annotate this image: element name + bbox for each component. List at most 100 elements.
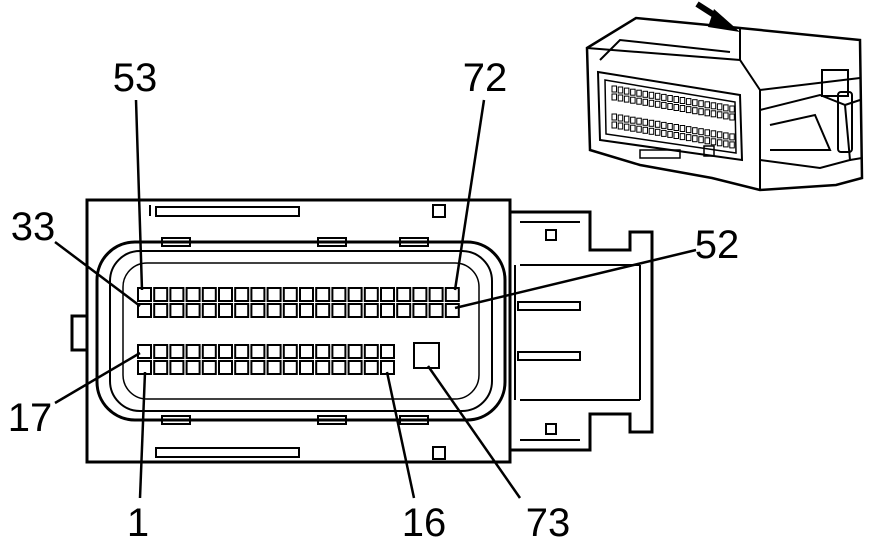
pin-cavity [444, 287, 460, 302]
inset-pin-cavity [667, 123, 673, 130]
inset-pin-cavity [673, 124, 679, 131]
pin-cavity [185, 344, 201, 359]
pin-cavity [218, 303, 233, 318]
pin-cavity [299, 360, 314, 375]
inset-pin-cavity [692, 99, 698, 107]
inset-pin-cavity [716, 139, 723, 147]
leader-73 [426, 365, 522, 499]
pin-cavity-grid [137, 287, 460, 375]
pin-cavity [153, 287, 169, 302]
label-73: 73 [526, 501, 571, 545]
inset-pin-cavity [704, 109, 710, 117]
top-rail [155, 206, 300, 217]
leader-lines [54, 99, 697, 499]
inset-pin-cavity [630, 116, 636, 124]
housing-outer [85, 198, 512, 464]
inset-pin-cavity [623, 115, 630, 123]
inset-pin-cavity [661, 129, 667, 137]
inset-pin-cavity [617, 114, 624, 122]
inset-pin-cavity [667, 130, 673, 138]
pin-cavity [396, 303, 412, 318]
inset-pin-cavity [648, 91, 655, 99]
inset-pin-cavity [698, 136, 704, 144]
inset-pin-cavity [729, 105, 735, 113]
leader-53 [134, 99, 144, 291]
leader-52 [454, 248, 697, 310]
pin-cavity [201, 344, 217, 359]
inset-pin-cavity [679, 97, 686, 104]
inset-pin-cavity [642, 98, 648, 106]
inset-pin-cavity [679, 133, 686, 141]
inset-pin-cavity [729, 113, 735, 121]
pin-cavity [299, 344, 314, 359]
inset-pin-cavity [642, 126, 648, 134]
inset-pin-cavity [716, 103, 723, 111]
pin-cavity [250, 344, 266, 359]
pin-cavity [153, 344, 169, 359]
inset-pin-cavity [617, 94, 624, 102]
pin-cavity [266, 360, 282, 375]
pin-cavity [153, 303, 169, 318]
pin-cavity [169, 287, 185, 302]
inset-pin-cavity [716, 131, 723, 139]
pin-cavity [169, 303, 185, 318]
inset-pin-cavity [661, 121, 667, 129]
inset-pin-cavity [716, 111, 723, 119]
pin-cavity [266, 344, 282, 359]
pin-cavity [315, 344, 331, 359]
pin-cavity [185, 303, 201, 318]
inset-pin-cavity [673, 96, 679, 103]
label-17: 17 [8, 396, 53, 440]
inset-pin-cavity [698, 108, 704, 116]
pin-cavity [428, 287, 444, 302]
leader-16 [385, 371, 416, 499]
pin-cavity [363, 344, 379, 359]
pin-cavity [218, 344, 233, 359]
pin-cavity [250, 287, 266, 302]
inset-pin-cavity [692, 135, 698, 143]
inset-pin-cavity [692, 127, 698, 135]
pin-cavity [347, 344, 363, 359]
pin-cavity [363, 287, 379, 302]
pin-cavity [299, 303, 314, 318]
inset-pin-cavity [611, 93, 617, 101]
pin-cavity [428, 303, 444, 318]
inset-pin-cavity [723, 104, 729, 112]
inset-pin-cavity [654, 128, 661, 136]
inset-pin-cavity [723, 112, 729, 120]
pin-cavity [315, 287, 331, 302]
connector-housing [70, 198, 654, 464]
label-33: 33 [11, 205, 56, 249]
inset-pin-cavity [636, 89, 642, 97]
pin-cavity [250, 360, 266, 375]
inset-pin-cavity [617, 86, 624, 94]
pin-cavity [250, 303, 266, 318]
pin-cavity [218, 287, 233, 302]
inset-pin-cavity [723, 132, 729, 140]
pin-cavity [315, 360, 331, 375]
inset-pin-cavity [630, 124, 636, 132]
pin-cavity [282, 360, 298, 375]
label-53: 53 [113, 56, 158, 100]
inset-pin-cavity [685, 98, 692, 106]
inset-pin-cavity [611, 85, 617, 93]
pin-cavity [331, 303, 347, 318]
pin-cavity [201, 287, 217, 302]
leader-33 [54, 241, 141, 307]
inset-pin-cavity [667, 103, 673, 110]
inset-pin-cavity [673, 132, 679, 139]
inset-pin-cavity [654, 120, 661, 128]
inset-pin-cavity [704, 129, 710, 137]
pin-cavity [412, 303, 428, 318]
pin-cavity [169, 360, 185, 375]
inset-pin-cavity [642, 90, 648, 98]
pin-cavity [331, 344, 347, 359]
pin-cavity [331, 287, 347, 302]
inset-pin-cavity [704, 101, 710, 109]
inset-pin-cavity [685, 126, 692, 134]
pin-cavity [201, 360, 217, 375]
inset-pin-cavity [679, 105, 686, 112]
pin-cavity [137, 287, 152, 302]
pin-cavity [218, 360, 233, 375]
inset-pin-cavity [685, 106, 692, 114]
